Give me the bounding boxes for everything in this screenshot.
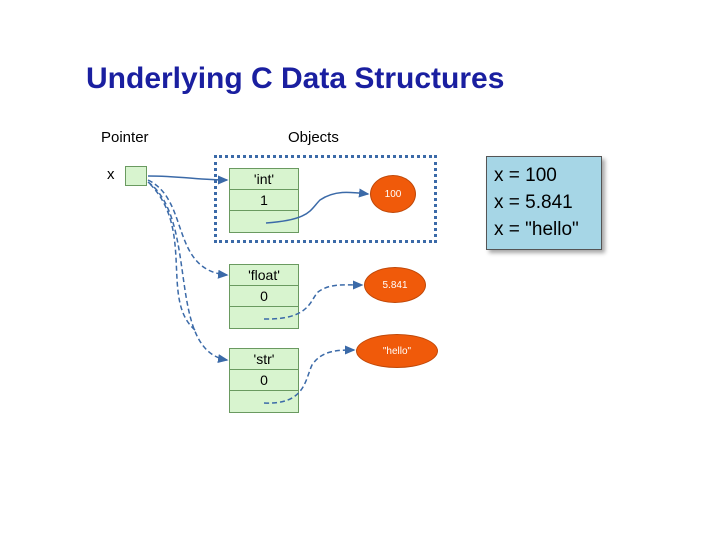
slide-title: Underlying C Data Structures — [86, 62, 505, 95]
arrow-pointer-to-int — [147, 175, 229, 185]
arrow-pointer-to-float — [147, 179, 229, 279]
arrow-pointer-to-str — [147, 181, 229, 363]
float-type-cell: 'float' — [230, 265, 298, 286]
arrow-float-to-value — [263, 280, 364, 320]
str-object: 'str' 0 — [229, 348, 299, 413]
int-type-cell: 'int' — [230, 169, 298, 190]
variable-x-label: x — [107, 166, 115, 183]
float-object: 'float' 0 — [229, 264, 299, 329]
arrow-int-to-value — [265, 188, 370, 224]
int-value-ellipse: 100 — [370, 175, 416, 213]
str-type-cell: 'str' — [230, 349, 298, 370]
int-object: 'int' 1 — [229, 168, 299, 233]
str-value-ellipse: "hello" — [356, 334, 438, 368]
code-line-3: x = "hello" — [494, 219, 579, 240]
pointer-label: Pointer — [101, 129, 149, 146]
code-line-2: x = 5.841 — [494, 192, 573, 213]
objects-label: Objects — [288, 129, 339, 146]
float-refcount-cell: 0 — [230, 286, 298, 307]
current-object-highlight — [214, 155, 437, 243]
str-refcount-cell: 0 — [230, 370, 298, 391]
float-value-ellipse: 5.841 — [364, 267, 426, 303]
arrow-str-to-value — [263, 345, 356, 404]
code-box: x = 100 x = 5.841 x = "hello" — [486, 156, 602, 250]
int-refcount-cell: 1 — [230, 190, 298, 211]
pointer-box — [125, 166, 147, 186]
code-line-1: x = 100 — [494, 165, 557, 186]
